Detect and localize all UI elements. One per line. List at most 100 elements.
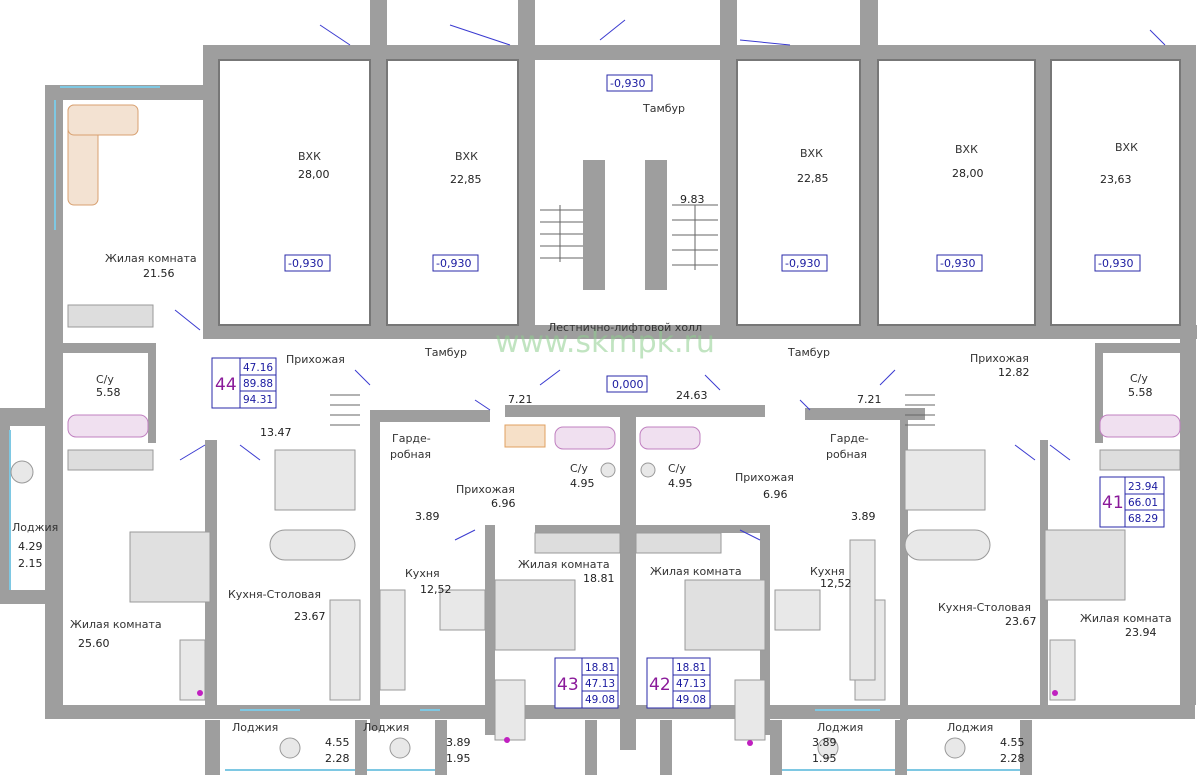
- hall-42-area: 6.96: [763, 488, 788, 501]
- level-vhk-2: -0,930: [436, 257, 471, 270]
- vhk-area-4: 28,00: [952, 167, 984, 180]
- bath-r-area: 5.58: [1128, 386, 1153, 399]
- loggia-b1b-area: 2.28: [325, 752, 350, 765]
- level-marks: [284, 74, 1141, 393]
- vhk-label-1: ВХК: [298, 150, 321, 163]
- vhk-label-3: ВХК: [800, 147, 823, 160]
- vhk-area-2: 22,85: [450, 173, 482, 186]
- hallway-44-label: Прихожая: [286, 353, 345, 366]
- windows: [9, 86, 1020, 771]
- loggia-b2b-area: 1.95: [446, 752, 471, 765]
- loggia-b3a-area: 3.89: [812, 736, 837, 749]
- apt-41-value-2: 66.01: [1128, 497, 1158, 509]
- hall-c2-area: 24.63: [676, 389, 708, 402]
- kitchen-dining-l-area: 23.67: [294, 610, 326, 623]
- loggia-b3b-area: 1.95: [812, 752, 837, 765]
- apt-43-number: 43: [557, 675, 579, 695]
- level-vhk-3: -0,930: [785, 257, 820, 270]
- wardrobe-l-label-2: робная: [390, 448, 431, 461]
- level-vhk-4: -0,930: [940, 257, 975, 270]
- living-42-label: Жилая комната: [650, 565, 742, 578]
- wardrobe-l-area: 3.89: [415, 510, 440, 523]
- level-vhk-1: -0,930: [288, 257, 323, 270]
- hall-41-area: 12.82: [998, 366, 1030, 379]
- loggia-b1-label: Лоджия: [232, 721, 278, 734]
- apt-box-42: 42 18.81 47.13 49.08: [646, 657, 711, 709]
- kitchen-dining-r-label: Кухня-Столовая: [938, 601, 1031, 614]
- wardrobe-r-area: 3.89: [851, 510, 876, 523]
- apt-44-number: 44: [215, 375, 237, 395]
- wardrobe-l-label-1: Гарде-: [392, 432, 431, 445]
- living-44-label: Жилая комната: [70, 618, 162, 631]
- vestibule-right-label: Тамбур: [787, 346, 830, 359]
- kitchen-42-label: Кухня: [810, 565, 845, 578]
- level-hall: 0,000: [612, 378, 644, 391]
- loggia-b1a-area: 4.55: [325, 736, 350, 749]
- loggia-left-label: Лоджия: [12, 521, 58, 534]
- apt-42-value-1: 18.81: [676, 662, 706, 674]
- inner-walls: [218, 59, 1181, 326]
- bath-43-area: 4.95: [570, 477, 595, 490]
- kitchen-43-label: Кухня: [405, 567, 440, 580]
- loggia-b2-label: Лоджия: [363, 721, 409, 734]
- apt-41-value-1: 23.94: [1128, 481, 1158, 493]
- apt-43-value-2: 47.13: [585, 678, 615, 690]
- watermark: www.skmpk.ru: [495, 325, 715, 360]
- loggia-l2-area: 2.15: [18, 557, 43, 570]
- living-44-area: 25.60: [78, 637, 110, 650]
- hall-43-area: 6.96: [491, 497, 516, 510]
- living-tl-area: 21.56: [143, 267, 175, 280]
- loggia-b3-label: Лоджия: [817, 721, 863, 734]
- apt-44-value-3: 94.31: [243, 394, 273, 406]
- loggia-b2a-area: 3.89: [446, 736, 471, 749]
- vestibule-top-label: Тамбур: [642, 102, 685, 115]
- apt-41-value-3: 68.29: [1128, 513, 1158, 525]
- apt-43-value-3: 49.08: [585, 694, 615, 706]
- bath-r-label: С/у: [1130, 372, 1148, 385]
- vhk-label-2: ВХК: [455, 150, 478, 163]
- loggia-b4a-area: 4.55: [1000, 736, 1025, 749]
- hall-c1-area: 7.21: [508, 393, 533, 406]
- bath-43-label: С/у: [570, 462, 588, 475]
- hallway-41-label: Прихожая: [970, 352, 1029, 365]
- apt-44-value-1: 47.16: [243, 362, 273, 374]
- living-43-area: 18.81: [583, 572, 615, 585]
- level-vestibule: -0,930: [610, 77, 645, 90]
- hallway-42-label: Прихожая: [735, 471, 794, 484]
- apt-44-value-2: 89.88: [243, 378, 273, 390]
- stairs: [330, 204, 935, 426]
- door-swings: [174, 19, 1166, 541]
- hall-44-area: 13.47: [260, 426, 292, 439]
- apt-41-number: 41: [1102, 493, 1124, 513]
- kitchen-43-area: 12,52: [420, 583, 452, 596]
- hall-c3-area: 7.21: [857, 393, 882, 406]
- apt-42-value-2: 47.13: [676, 678, 706, 690]
- kitchen-dining-l-label: Кухня-Столовая: [228, 588, 321, 601]
- apt-42-value-3: 49.08: [676, 694, 706, 706]
- bath-l-label: С/у: [96, 373, 114, 386]
- bath-42-label: С/у: [668, 462, 686, 475]
- bath-42-area: 4.95: [668, 477, 693, 490]
- vhk-area-5: 23,63: [1100, 173, 1132, 186]
- vestibule-left-label: Тамбур: [424, 346, 467, 359]
- loggia-b4b-area: 2.28: [1000, 752, 1025, 765]
- vhk-area-1: 28,00: [298, 168, 330, 181]
- vhk-rooms: ВХК 28,00 ВХК 22,85 ВХК 22,85 ВХК 28,00 …: [298, 141, 1138, 186]
- vhk-label-5: ВХК: [1115, 141, 1138, 154]
- apt-box-41: 41 23.94 66.01 68.29: [1099, 476, 1165, 528]
- level-vhk-5: -0,930: [1098, 257, 1133, 270]
- wardrobe-r-label-1: Гарде-: [830, 432, 869, 445]
- stair-small-area: 9.83: [680, 193, 705, 206]
- apt-43-value-1: 18.81: [585, 662, 615, 674]
- bath-l-area: 5.58: [96, 386, 121, 399]
- living-41-area: 23.94: [1125, 626, 1157, 639]
- apt-box-44: 44 47.16 89.88 94.31: [211, 357, 277, 409]
- kitchen-dining-r-area: 23.67: [1005, 615, 1037, 628]
- furniture: [10, 104, 1181, 759]
- loggia-b4-label: Лоджия: [947, 721, 993, 734]
- kitchen-42-area: 12,52: [820, 577, 852, 590]
- apt-42-number: 42: [649, 675, 671, 695]
- vhk-label-4: ВХК: [955, 143, 978, 156]
- apt-box-43: 43 18.81 47.13 49.08: [554, 657, 619, 709]
